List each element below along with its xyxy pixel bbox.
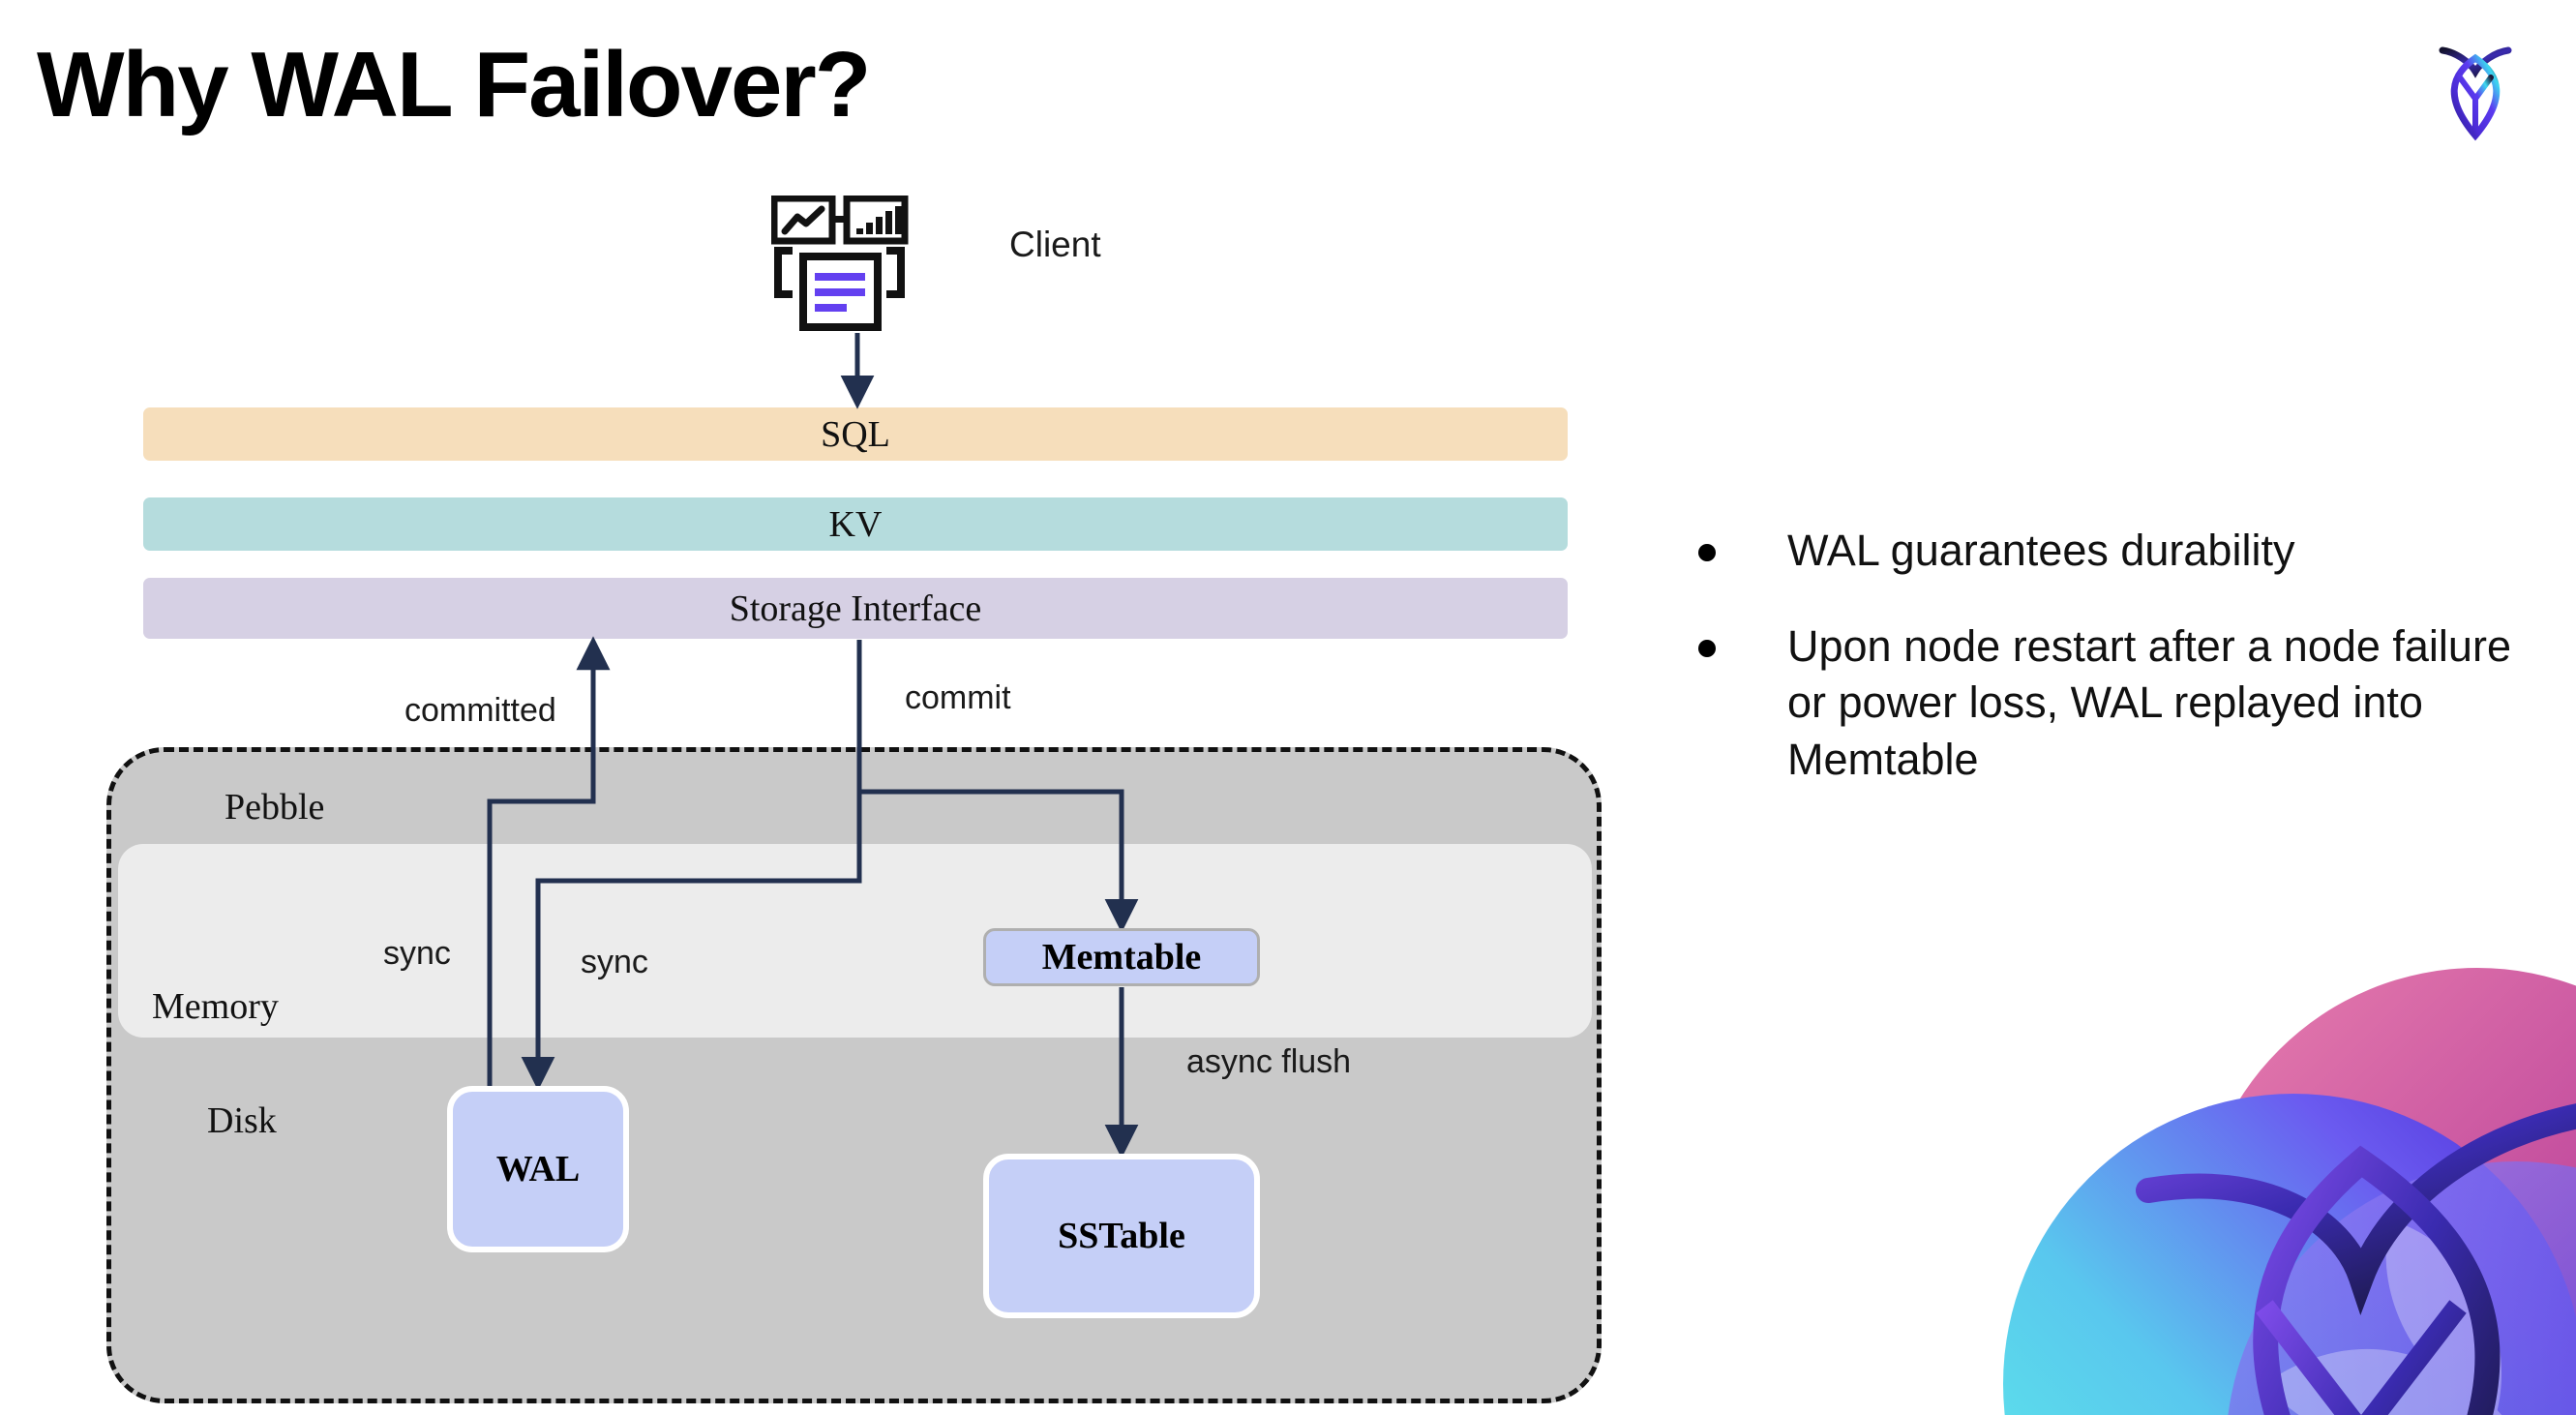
layer-bar-storage: Storage Interface bbox=[143, 578, 1568, 639]
memory-label: Memory bbox=[152, 986, 279, 1027]
bullet-list: WAL guarantees durability Upon node rest… bbox=[1698, 523, 2511, 827]
edge-label-committed: committed bbox=[404, 692, 556, 729]
client-label: Client bbox=[1009, 225, 1101, 264]
bullet-text: Upon node restart after a node failure o… bbox=[1787, 620, 2511, 784]
client-dashboard-icon bbox=[770, 195, 922, 333]
bullet-dot-icon bbox=[1698, 544, 1716, 561]
layer-bar-kv: KV bbox=[143, 497, 1568, 551]
edge-label-sync-left: sync bbox=[383, 935, 451, 972]
node-sstable: SSTable bbox=[983, 1154, 1260, 1318]
list-item: WAL guarantees durability bbox=[1698, 523, 2511, 580]
cockroachdb-logo-icon bbox=[2417, 29, 2533, 145]
edge-label-async-flush: async flush bbox=[1186, 1043, 1352, 1080]
disk-label: Disk bbox=[207, 1100, 277, 1141]
layer-bar-sql: SQL bbox=[143, 407, 1568, 461]
edge-label-commit: commit bbox=[905, 679, 1011, 716]
list-item: Upon node restart after a node failure o… bbox=[1698, 618, 2511, 789]
cockroachdb-decorative-circles-icon bbox=[1974, 929, 2576, 1415]
pebble-label: Pebble bbox=[225, 787, 325, 828]
node-memtable: Memtable bbox=[983, 928, 1260, 986]
node-wal: WAL bbox=[447, 1086, 629, 1252]
bullet-dot-icon bbox=[1698, 639, 1716, 657]
memory-region bbox=[118, 844, 1592, 1038]
page-title: Why WAL Failover? bbox=[37, 33, 871, 136]
edge-label-sync-right: sync bbox=[581, 944, 648, 980]
bullet-text: WAL guarantees durability bbox=[1787, 526, 2295, 575]
